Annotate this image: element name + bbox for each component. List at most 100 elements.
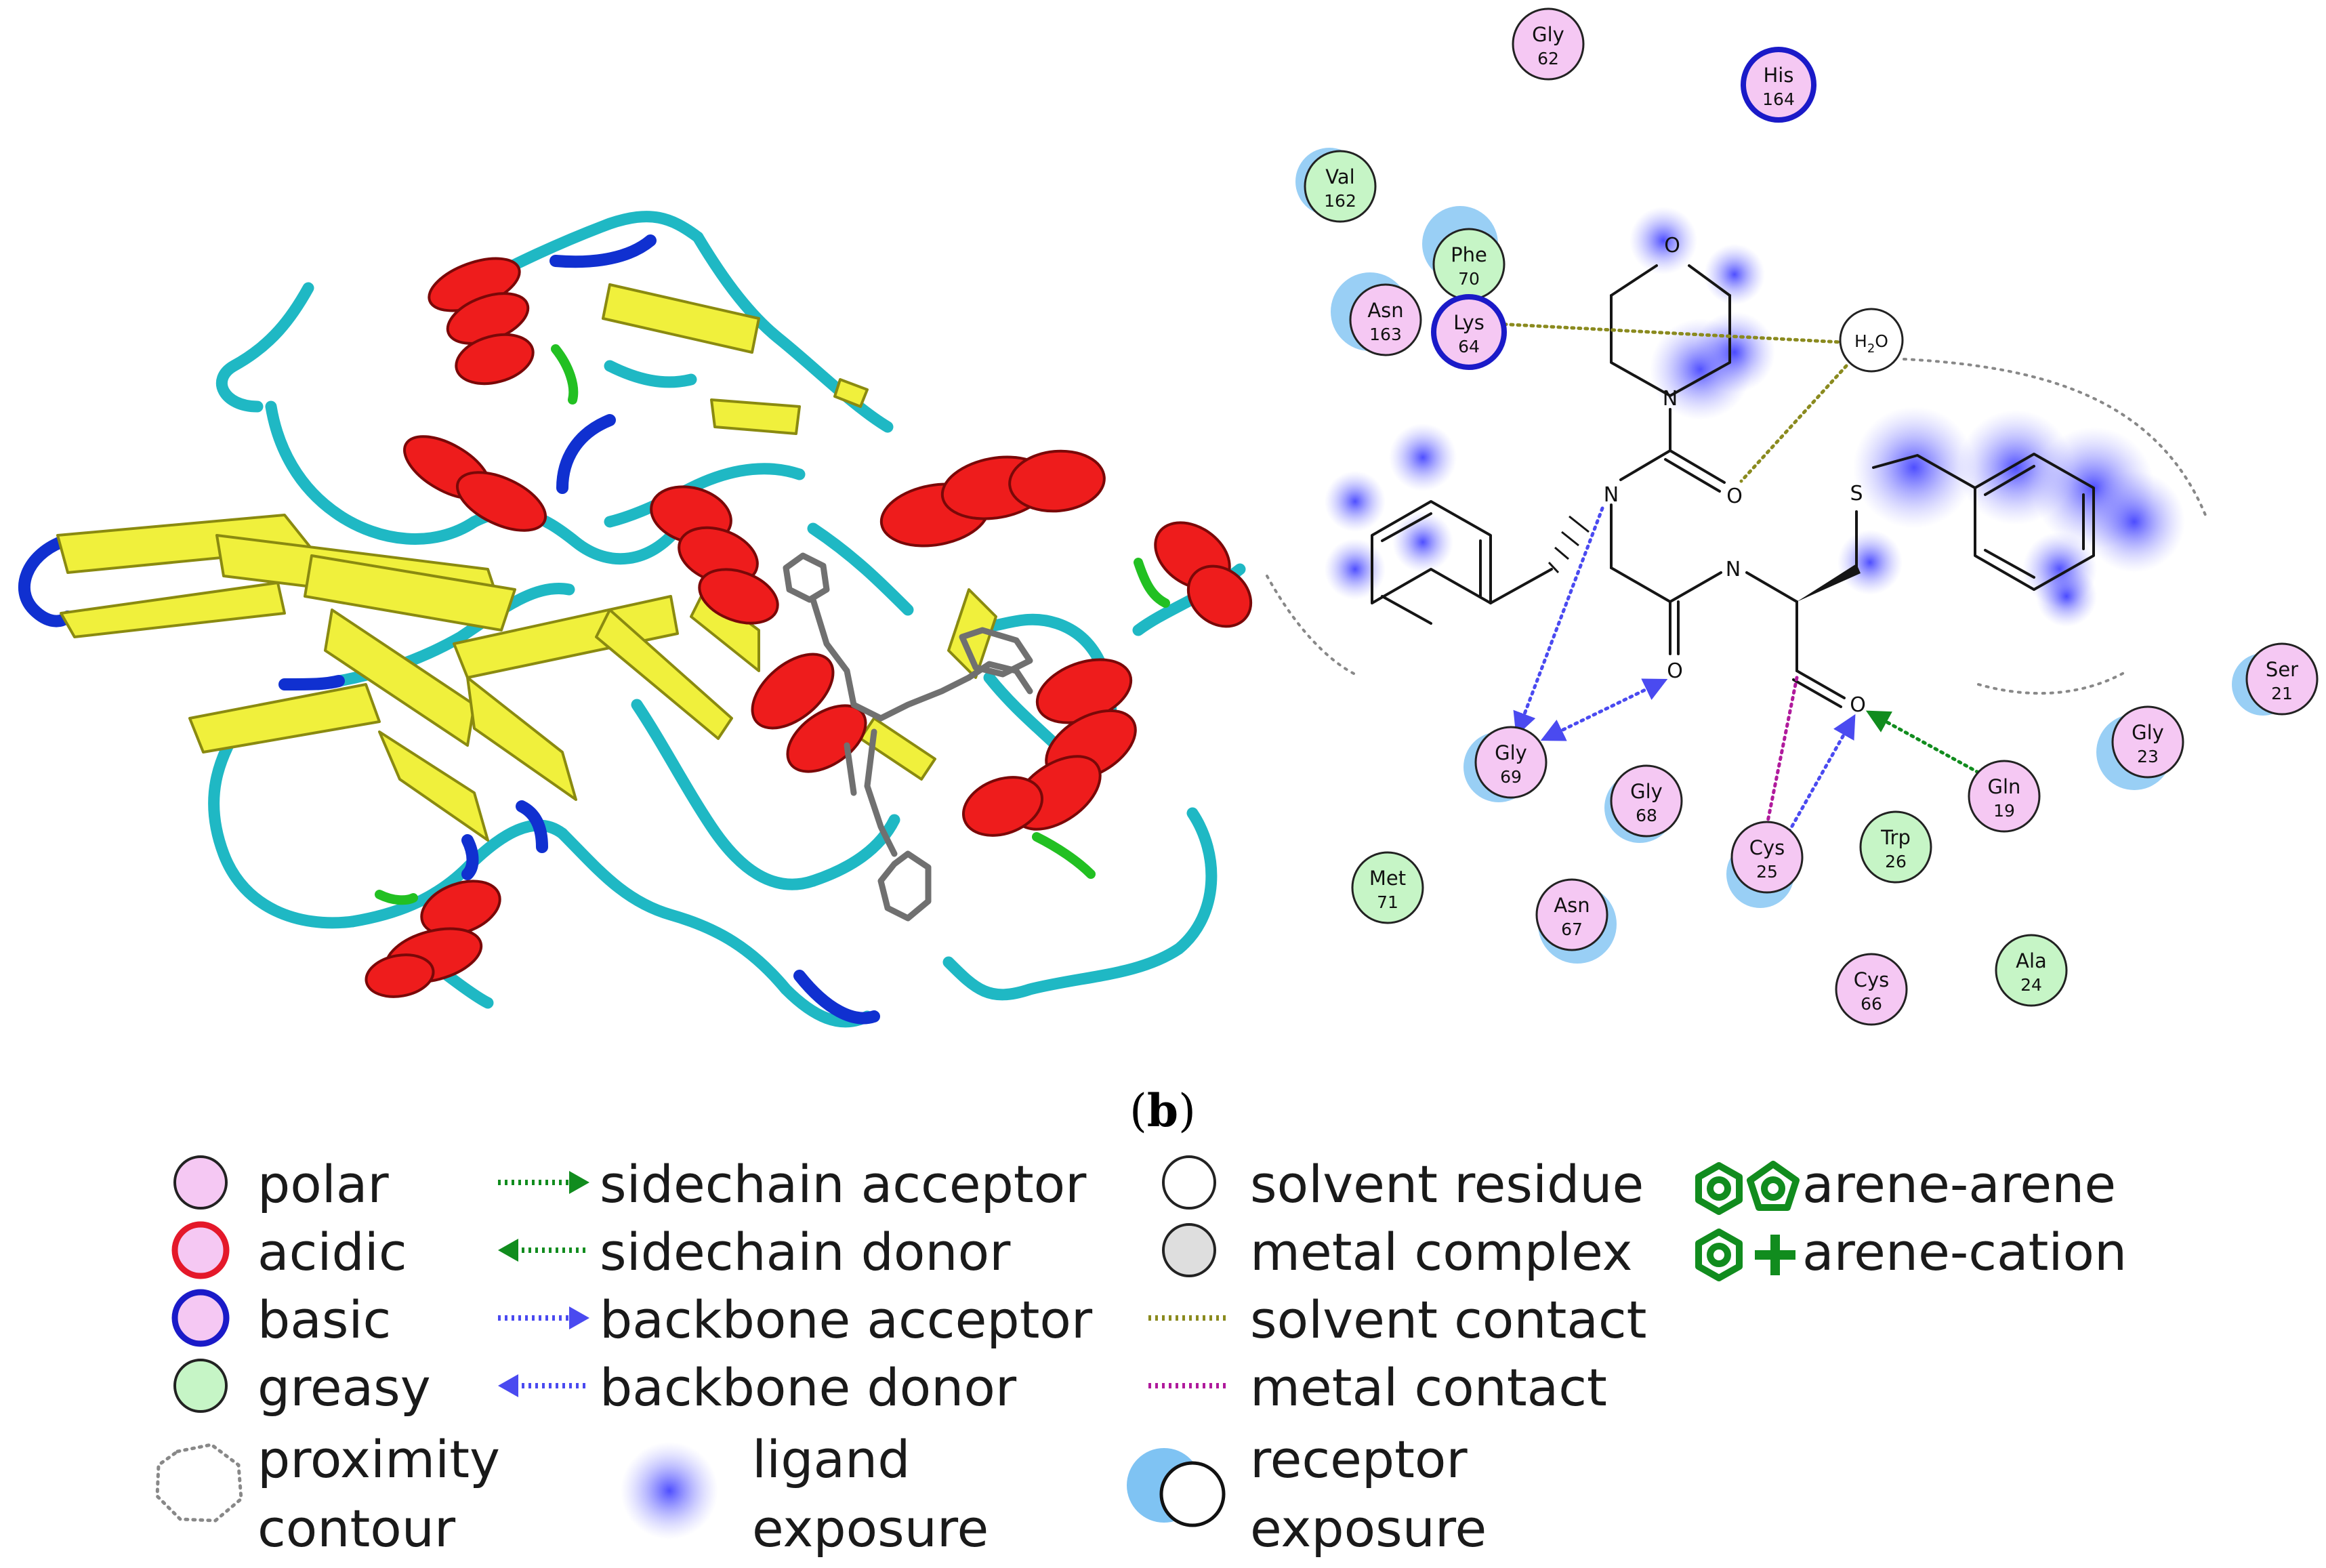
residue-layer: Gly62His164Val162Phe70Asn163Lys64Gly69Gl… [1304, 7, 2319, 1026]
legend-arene-arene-label: arene-arene [1802, 1154, 2116, 1214]
residue-disc [1741, 47, 1816, 123]
residue-number: 162 [1324, 191, 1356, 211]
legend: polar acidic basic greasy proximity cont… [155, 1154, 2127, 1559]
legend-metal-contact-label: metal contact [1250, 1357, 1607, 1418]
residue-number: 67 [1561, 920, 1583, 939]
residue-disc [1610, 764, 1683, 838]
legend-backbone-acceptor-label: backbone acceptor [600, 1290, 1093, 1350]
residue-number: 19 [1993, 801, 2015, 821]
svg-text:H2O: H2O [1854, 331, 1888, 356]
legend-backbone-acceptor-swatch [498, 1306, 589, 1329]
residue-name: Gly [1630, 780, 1663, 803]
residue-disc [2245, 642, 2319, 716]
residue-number: 69 [1500, 767, 1522, 787]
residue-number: 164 [1762, 89, 1795, 109]
metal-contact-line [1763, 676, 1799, 837]
protein-ribbon-panel [18, 211, 1253, 1028]
residue-name: Cys [1854, 968, 1890, 991]
legend-acidic-swatch [171, 1221, 230, 1279]
solvent-contacts [1495, 322, 1848, 483]
atom-o-carbonyl: O [1726, 484, 1743, 508]
residue-number: 26 [1885, 852, 1907, 871]
residue-number: 71 [1377, 892, 1398, 912]
residue-name: Val [1325, 165, 1354, 188]
residue-name: Gln [1988, 775, 2021, 798]
residue-number: 163 [1369, 325, 1402, 344]
legend-metal-complex-label: metal complex [1250, 1222, 1633, 1282]
legend-proximity-label-1: proximity [257, 1429, 500, 1489]
water-molecule: H2O [1839, 308, 1904, 373]
turn-segments-blue [18, 234, 880, 1025]
interaction-diagram-panel: O N N O N S O O H2O [1266, 7, 2319, 1026]
residue-disc [2111, 705, 2184, 779]
residue-name: Met [1369, 867, 1406, 890]
legend-greasy-label: greasy [257, 1357, 431, 1418]
residue-number: 24 [2020, 975, 2042, 995]
legend-polar-swatch [173, 1155, 228, 1210]
residue-gly62: Gly 62 [1512, 7, 1585, 81]
atom-o3: O [1667, 659, 1683, 683]
residue-disc [1535, 878, 1608, 951]
atom-n1: N [1604, 483, 1619, 507]
legend-polar-label: polar [257, 1154, 389, 1214]
residue-name: Ser [2266, 658, 2298, 681]
residue-name: Asn [1554, 894, 1590, 917]
legend-solvent-contact-label: solvent contact [1250, 1290, 1646, 1350]
residue-gly69: Gly 69 [1474, 726, 1548, 799]
residue-disc [1431, 294, 1507, 370]
legend-acidic-label: acidic [257, 1222, 407, 1282]
legend-backbone-donor-swatch [498, 1374, 589, 1397]
proximity-contour [1266, 358, 2207, 695]
legend-arene-arene-icon [1695, 1161, 1800, 1215]
legend-arene-cation-label: arene-cation [1802, 1222, 2127, 1282]
legend-ligand-exposure-swatch [621, 1442, 718, 1540]
residue-gln19: Gln 19 [1968, 760, 2041, 833]
residue-number: 23 [2137, 747, 2159, 766]
residue-number: 66 [1861, 994, 1882, 1014]
residue-disc [1351, 851, 1424, 924]
backbone-contacts [1513, 506, 1856, 834]
legend-greasy-swatch [173, 1359, 228, 1413]
residue-number: 62 [1537, 49, 1559, 68]
legend-sidechain-donor-label: sidechain donor [600, 1222, 1011, 1282]
legend-proximity-swatch [155, 1443, 243, 1523]
turn-segments-green [375, 344, 1170, 905]
residue-disc [1995, 934, 2068, 1007]
residue-disc [1835, 953, 1908, 1026]
residue-disc [1304, 150, 1377, 223]
legend-metal-complex-swatch [1162, 1223, 1216, 1277]
water-sub: 2 [1867, 342, 1875, 356]
residue-name: Gly [1532, 23, 1564, 46]
residue-number: 64 [1458, 337, 1480, 356]
residue-name: Gly [1495, 741, 1527, 764]
legend-receptor-exposure-label-2: exposure [1250, 1498, 1487, 1559]
water-h: H [1854, 331, 1867, 351]
legend-basic-swatch [171, 1289, 230, 1347]
residue-name: Trp [1880, 826, 1911, 849]
legend-receptor-exposure-label-1: receptor [1250, 1429, 1468, 1489]
legend-proximity-label-2: contour [257, 1498, 456, 1559]
legend-ligand-exposure-label-2: exposure [752, 1498, 989, 1559]
residue-val162: Val 162 [1304, 150, 1377, 223]
atom-o-morpholine: O [1664, 234, 1680, 257]
hashed-bond [1548, 515, 1590, 574]
residue-trp26: Trp 26 [1859, 810, 1932, 884]
panel-caption: (b) [1129, 1084, 1196, 1137]
residue-disc [1730, 821, 1804, 894]
legend-solvent-residue-swatch [1162, 1155, 1216, 1210]
residue-disc [1474, 726, 1548, 799]
residue-disc [1859, 810, 1932, 884]
caption-letter: b [1147, 1084, 1178, 1137]
residue-disc [1512, 7, 1585, 81]
legend-arene-cation-icon [1695, 1229, 1795, 1281]
atom-o4: O [1850, 693, 1866, 717]
